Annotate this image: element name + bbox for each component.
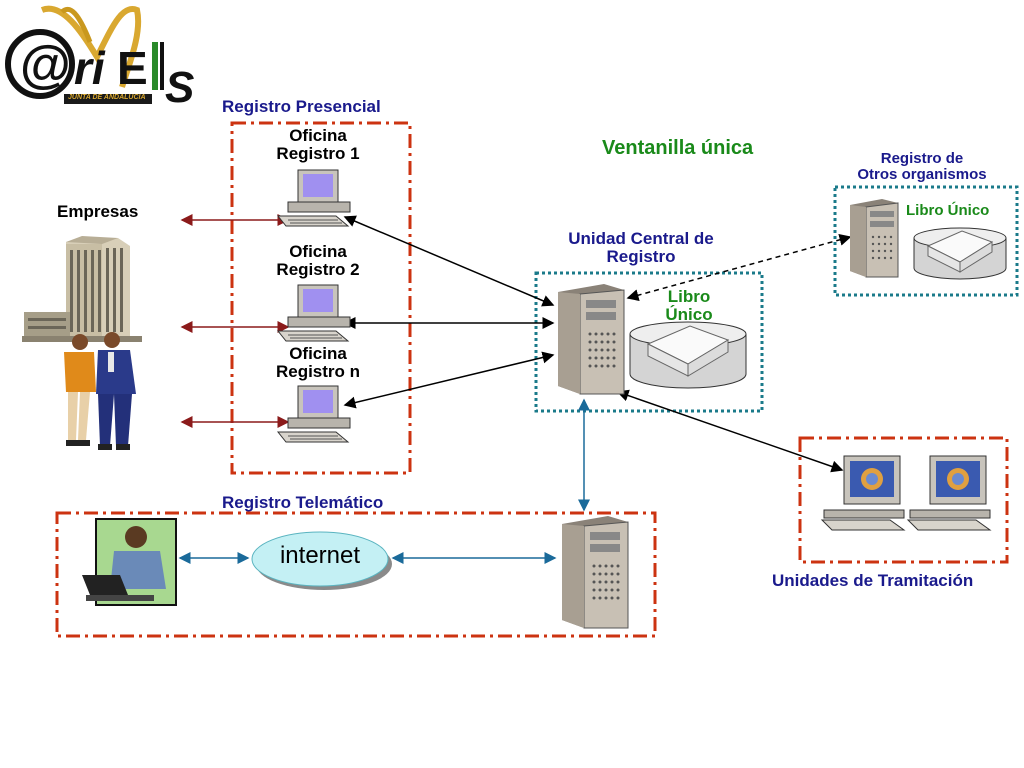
pc-icon [276,283,356,345]
svg-text:ri: ri [74,42,106,94]
laptop-user-icon [80,517,178,607]
server-icon [558,514,632,630]
svg-text:S: S [165,63,194,108]
people-icon [52,330,146,454]
otros-organismos-frame [833,185,1019,297]
logo-subtext: JUNTA DE ANDALUCIA [68,94,146,101]
unidad-central-label: Unidad Central de Registro [553,230,729,266]
oficina-n-text: Oficina Registro n [275,344,361,381]
oficina-1-text: Oficina Registro 1 [276,126,360,163]
workstation-icon [906,452,998,532]
svg-text:E: E [117,42,148,94]
otros-organismos-text: Registro de Otros organismos [857,150,987,183]
oficina-n-label: Oficina Registro n [268,345,368,381]
server-icon [848,197,900,279]
otros-organismos-label: Registro de Otros organismos [842,151,1002,183]
libro-unico-otros-label: Libro Único [906,202,990,219]
libro-unico-central-text: Libro Único [665,287,713,324]
oficina-2-text: Oficina Registro 2 [276,242,360,279]
registro-presencial-title: Registro Presencial [222,97,381,116]
libro-unico-central-label: Libro Único [655,288,723,324]
ventanilla-title: Ventanilla única [602,137,754,159]
unidades-tramitacion-title: Unidades de Tramitación [772,571,974,590]
pc-icon [276,168,356,230]
book-disk-icon [628,320,748,390]
book-disk-icon [912,226,1008,282]
aries-logo: @ ri E S JUNTA DE ANDALUCIA [2,2,212,112]
workstation-icon [820,452,912,532]
svg-text:@: @ [20,36,71,94]
pc-icon [276,384,356,446]
registro-telematico-title: Registro Telemático [222,493,384,512]
oficina-2-label: Oficina Registro 2 [270,243,366,279]
unidades-tramitacion-frame [798,436,1009,564]
building-icon [22,232,142,344]
internet-cloud: internet [248,528,396,592]
oficina-1-label: Oficina Registro 1 [270,127,366,163]
server-icon [554,282,628,396]
internet-label: internet [279,542,361,569]
registro-telematico-frame [55,511,657,638]
unidad-central-text: Unidad Central de Registro [568,229,714,266]
empresas-label: Empresas [57,202,139,221]
